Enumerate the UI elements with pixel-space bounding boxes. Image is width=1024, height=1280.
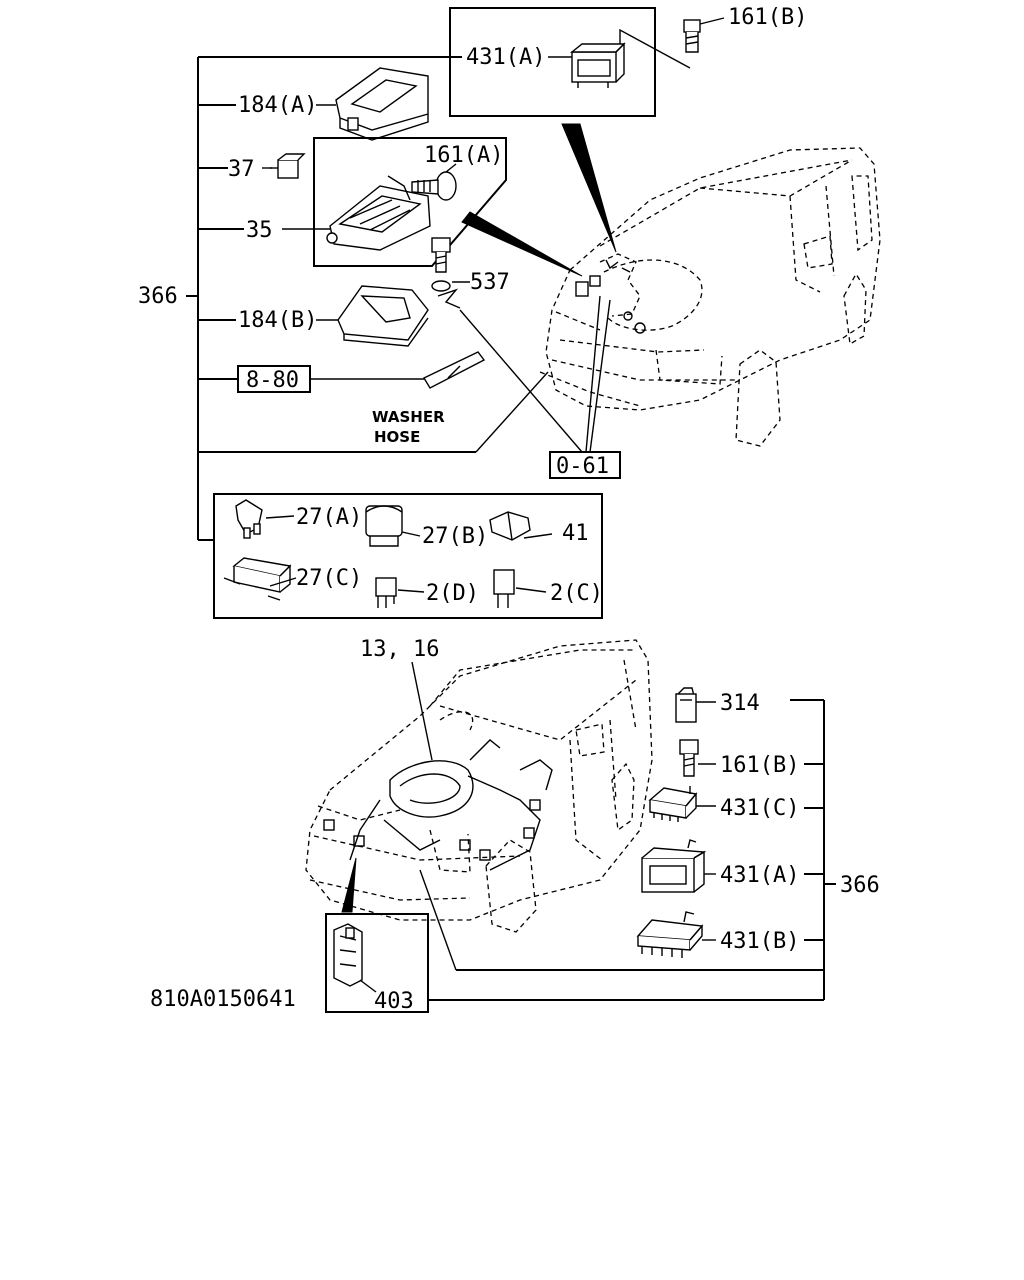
pointer-arrow-431a	[561, 123, 617, 253]
fuse-box-tray-184b	[337, 285, 429, 347]
label-hose: HOSE	[374, 428, 420, 446]
connector-431a-bottom	[641, 839, 707, 893]
label-8-80: 8-80	[246, 368, 299, 393]
relay-2d	[375, 577, 397, 608]
connector-431b	[636, 911, 704, 958]
harness-clip-403	[333, 923, 363, 987]
label-13-16: 13, 16	[360, 637, 439, 662]
relay-2c	[493, 569, 515, 608]
pointer-arrow-403	[341, 857, 357, 913]
vehicle-top	[539, 147, 881, 447]
box-0-61	[549, 451, 621, 479]
label-2c: 2(C)	[550, 581, 603, 606]
label-184b: 184(B)	[238, 308, 317, 333]
label-366-left: 366	[138, 284, 178, 309]
label-537: 537	[470, 270, 510, 295]
label-0-61: 0-61	[556, 454, 609, 479]
fuse-27a	[235, 499, 263, 539]
bolt-161b-bottom	[679, 739, 699, 777]
label-161b-bottom: 161(B)	[720, 753, 799, 778]
label-403: 403	[374, 989, 414, 1014]
label-35: 35	[246, 218, 273, 243]
box-403	[325, 913, 429, 1013]
bolt-161a	[411, 171, 457, 201]
connector-431c	[648, 786, 698, 822]
label-431a-bottom: 431(A)	[720, 863, 799, 888]
label-431a-top: 431(A)	[466, 45, 545, 70]
bolt-537	[431, 237, 461, 309]
label-431b: 431(B)	[720, 929, 799, 954]
label-37: 37	[228, 157, 255, 182]
label-washer: WASHER	[372, 408, 445, 426]
connector-431a-top-part	[570, 42, 626, 88]
washer-hose-part	[423, 351, 486, 389]
label-161b-top: 161(B)	[728, 5, 807, 30]
relay-37	[270, 153, 306, 179]
box-small-parts	[213, 493, 603, 619]
fuse-box-cover-184a	[335, 67, 429, 141]
pointer-arrow-35	[461, 211, 583, 277]
label-366-right: 366	[840, 873, 880, 898]
fuse-box-35	[326, 175, 431, 251]
connector-314	[675, 687, 697, 723]
fuse-27c	[223, 557, 292, 601]
fuse-27b	[365, 505, 403, 547]
label-314: 314	[720, 691, 760, 716]
vehicle-bottom	[305, 639, 653, 933]
box-431a-top	[449, 7, 656, 117]
diagram-id: 810A0150641	[150, 987, 296, 1012]
label-161a: 161(A)	[424, 143, 503, 168]
bolt-161b-top	[683, 19, 701, 53]
label-41: 41	[562, 521, 589, 546]
label-2d: 2(D)	[426, 581, 479, 606]
label-27a: 27(A)	[296, 505, 362, 530]
connector-41	[489, 511, 531, 541]
label-27c: 27(C)	[296, 566, 362, 591]
label-184a: 184(A)	[238, 93, 317, 118]
label-27b: 27(B)	[422, 524, 488, 549]
label-431c: 431(C)	[720, 796, 799, 821]
